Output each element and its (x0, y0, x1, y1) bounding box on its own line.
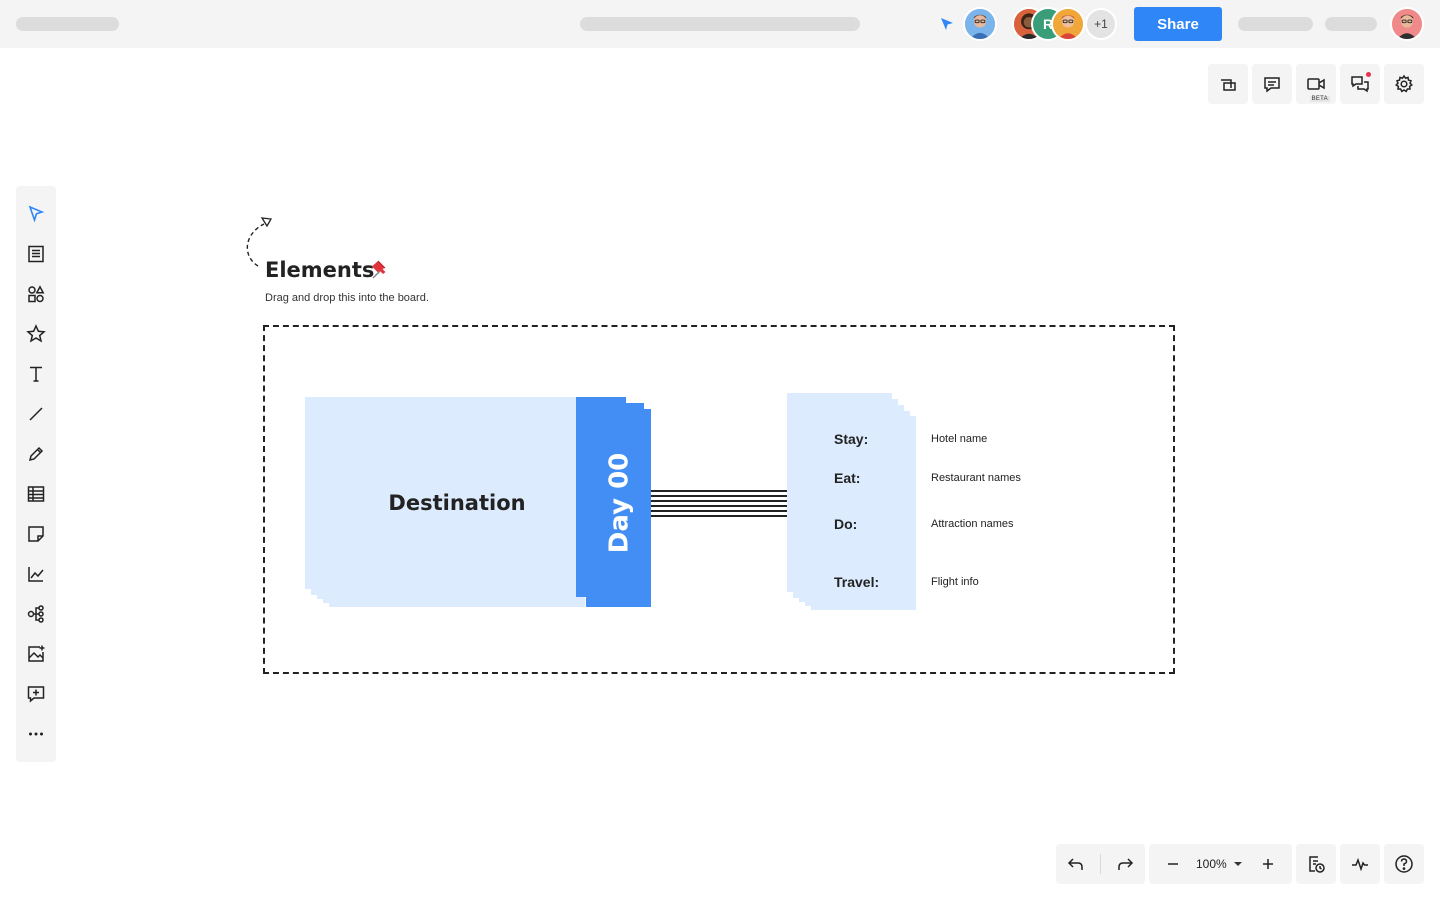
activity-group (1340, 844, 1380, 884)
divider (1100, 854, 1101, 874)
select-tool[interactable] (16, 194, 56, 234)
chevron-down-icon (1234, 862, 1242, 866)
do-value: Attraction names (931, 518, 1014, 530)
add-comment-icon (27, 686, 45, 703)
day-label: Day 00 (604, 452, 635, 554)
destination-label: Destination (388, 491, 526, 515)
elements-frame[interactable] (263, 325, 1175, 674)
version-history-button[interactable] (1296, 844, 1336, 884)
help-icon (1395, 855, 1413, 873)
video-call-button[interactable]: BETA (1296, 64, 1336, 104)
history-icon (1309, 856, 1325, 873)
stay-value: Hotel name (931, 433, 988, 445)
more-tools[interactable] (16, 714, 56, 754)
table-tool[interactable] (16, 474, 56, 514)
redo-icon (1118, 858, 1134, 870)
stickers-tool[interactable] (16, 314, 56, 354)
section-heading: Elements (265, 258, 375, 282)
line-icon (29, 407, 43, 421)
zoom-in-button[interactable] (1248, 844, 1288, 884)
zoom-out-button[interactable] (1153, 844, 1193, 884)
table-icon (27, 486, 45, 502)
mind-map-icon (27, 605, 44, 623)
travel-label: Travel: (834, 574, 880, 590)
avatar-collaborator-3[interactable] (1051, 7, 1085, 41)
zoom-level-select[interactable]: 100% (1196, 857, 1227, 871)
version-history-group (1296, 844, 1336, 884)
curved-arrow-icon (246, 217, 273, 267)
activity-button[interactable] (1340, 844, 1380, 884)
left-toolbar (16, 186, 56, 762)
text-tool[interactable] (16, 354, 56, 394)
help-button[interactable] (1384, 844, 1424, 884)
top-bar: R +1 Share (0, 0, 1440, 48)
template-icon (28, 245, 44, 263)
layers-button[interactable] (1208, 64, 1248, 104)
more-dots-icon (29, 732, 43, 736)
pointer-icon (28, 205, 45, 223)
section-description: Drag and drop this into the board. (265, 292, 429, 304)
sticky-note-tool[interactable] (16, 514, 56, 554)
comments-button[interactable] (1252, 64, 1292, 104)
line-tool[interactable] (16, 394, 56, 434)
image-icon (28, 645, 45, 662)
plus-icon (1263, 859, 1273, 869)
more-collaborators-badge[interactable]: +1 (1085, 8, 1117, 40)
pencil-icon (28, 446, 44, 462)
eat-label: Eat: (834, 470, 861, 486)
chart-tool[interactable] (16, 554, 56, 594)
comment-icon (1264, 77, 1280, 93)
redo-button[interactable] (1105, 844, 1145, 884)
beta-badge: BETA (1309, 96, 1330, 102)
share-button[interactable]: Share (1134, 7, 1222, 41)
sticky-note-icon (28, 526, 44, 542)
travel-value: Flight info (931, 576, 979, 588)
day-card-fill (586, 420, 651, 607)
details-card-fill (811, 416, 916, 610)
mind-map-tool[interactable] (16, 594, 56, 634)
help-group (1384, 844, 1424, 884)
connector-lines (651, 490, 811, 517)
avatar-current-viewer[interactable] (963, 7, 997, 41)
minus-icon (1168, 863, 1178, 865)
star-icon (26, 324, 46, 343)
chat-icon (1351, 76, 1369, 93)
undo-button[interactable] (1056, 844, 1096, 884)
settings-button[interactable] (1384, 64, 1424, 104)
text-icon (30, 366, 42, 382)
pen-tool[interactable] (16, 434, 56, 474)
eat-value: Restaurant names (931, 472, 1021, 484)
video-camera-icon (1307, 78, 1325, 90)
zoom-controls (1149, 844, 1292, 884)
chart-icon (28, 567, 44, 582)
activity-icon (1352, 857, 1368, 872)
toolbar-placeholder-1[interactable] (1238, 17, 1313, 31)
undo-icon (1067, 858, 1083, 870)
comment-tool[interactable] (16, 674, 56, 714)
stay-label: Stay: (834, 431, 869, 447)
shapes-icon (28, 285, 45, 303)
avatar-initial: R (1042, 16, 1054, 32)
destination-card-fill (329, 540, 585, 607)
gear-icon (1395, 74, 1413, 93)
board-menu-placeholder[interactable] (16, 17, 119, 31)
layers-icon (1221, 79, 1236, 91)
do-label: Do: (834, 516, 858, 532)
user-profile-avatar[interactable] (1390, 7, 1424, 41)
chat-button[interactable] (1340, 64, 1380, 104)
pushpin-icon (372, 260, 386, 279)
board-title-placeholder[interactable] (580, 17, 860, 31)
shapes-tool[interactable] (16, 274, 56, 314)
image-upload-tool[interactable] (16, 634, 56, 674)
toolbar-placeholder-2[interactable] (1325, 17, 1377, 31)
notification-dot (1366, 72, 1371, 77)
templates-tool[interactable] (16, 234, 56, 274)
cursor-icon (941, 18, 953, 30)
history-controls (1056, 844, 1145, 884)
